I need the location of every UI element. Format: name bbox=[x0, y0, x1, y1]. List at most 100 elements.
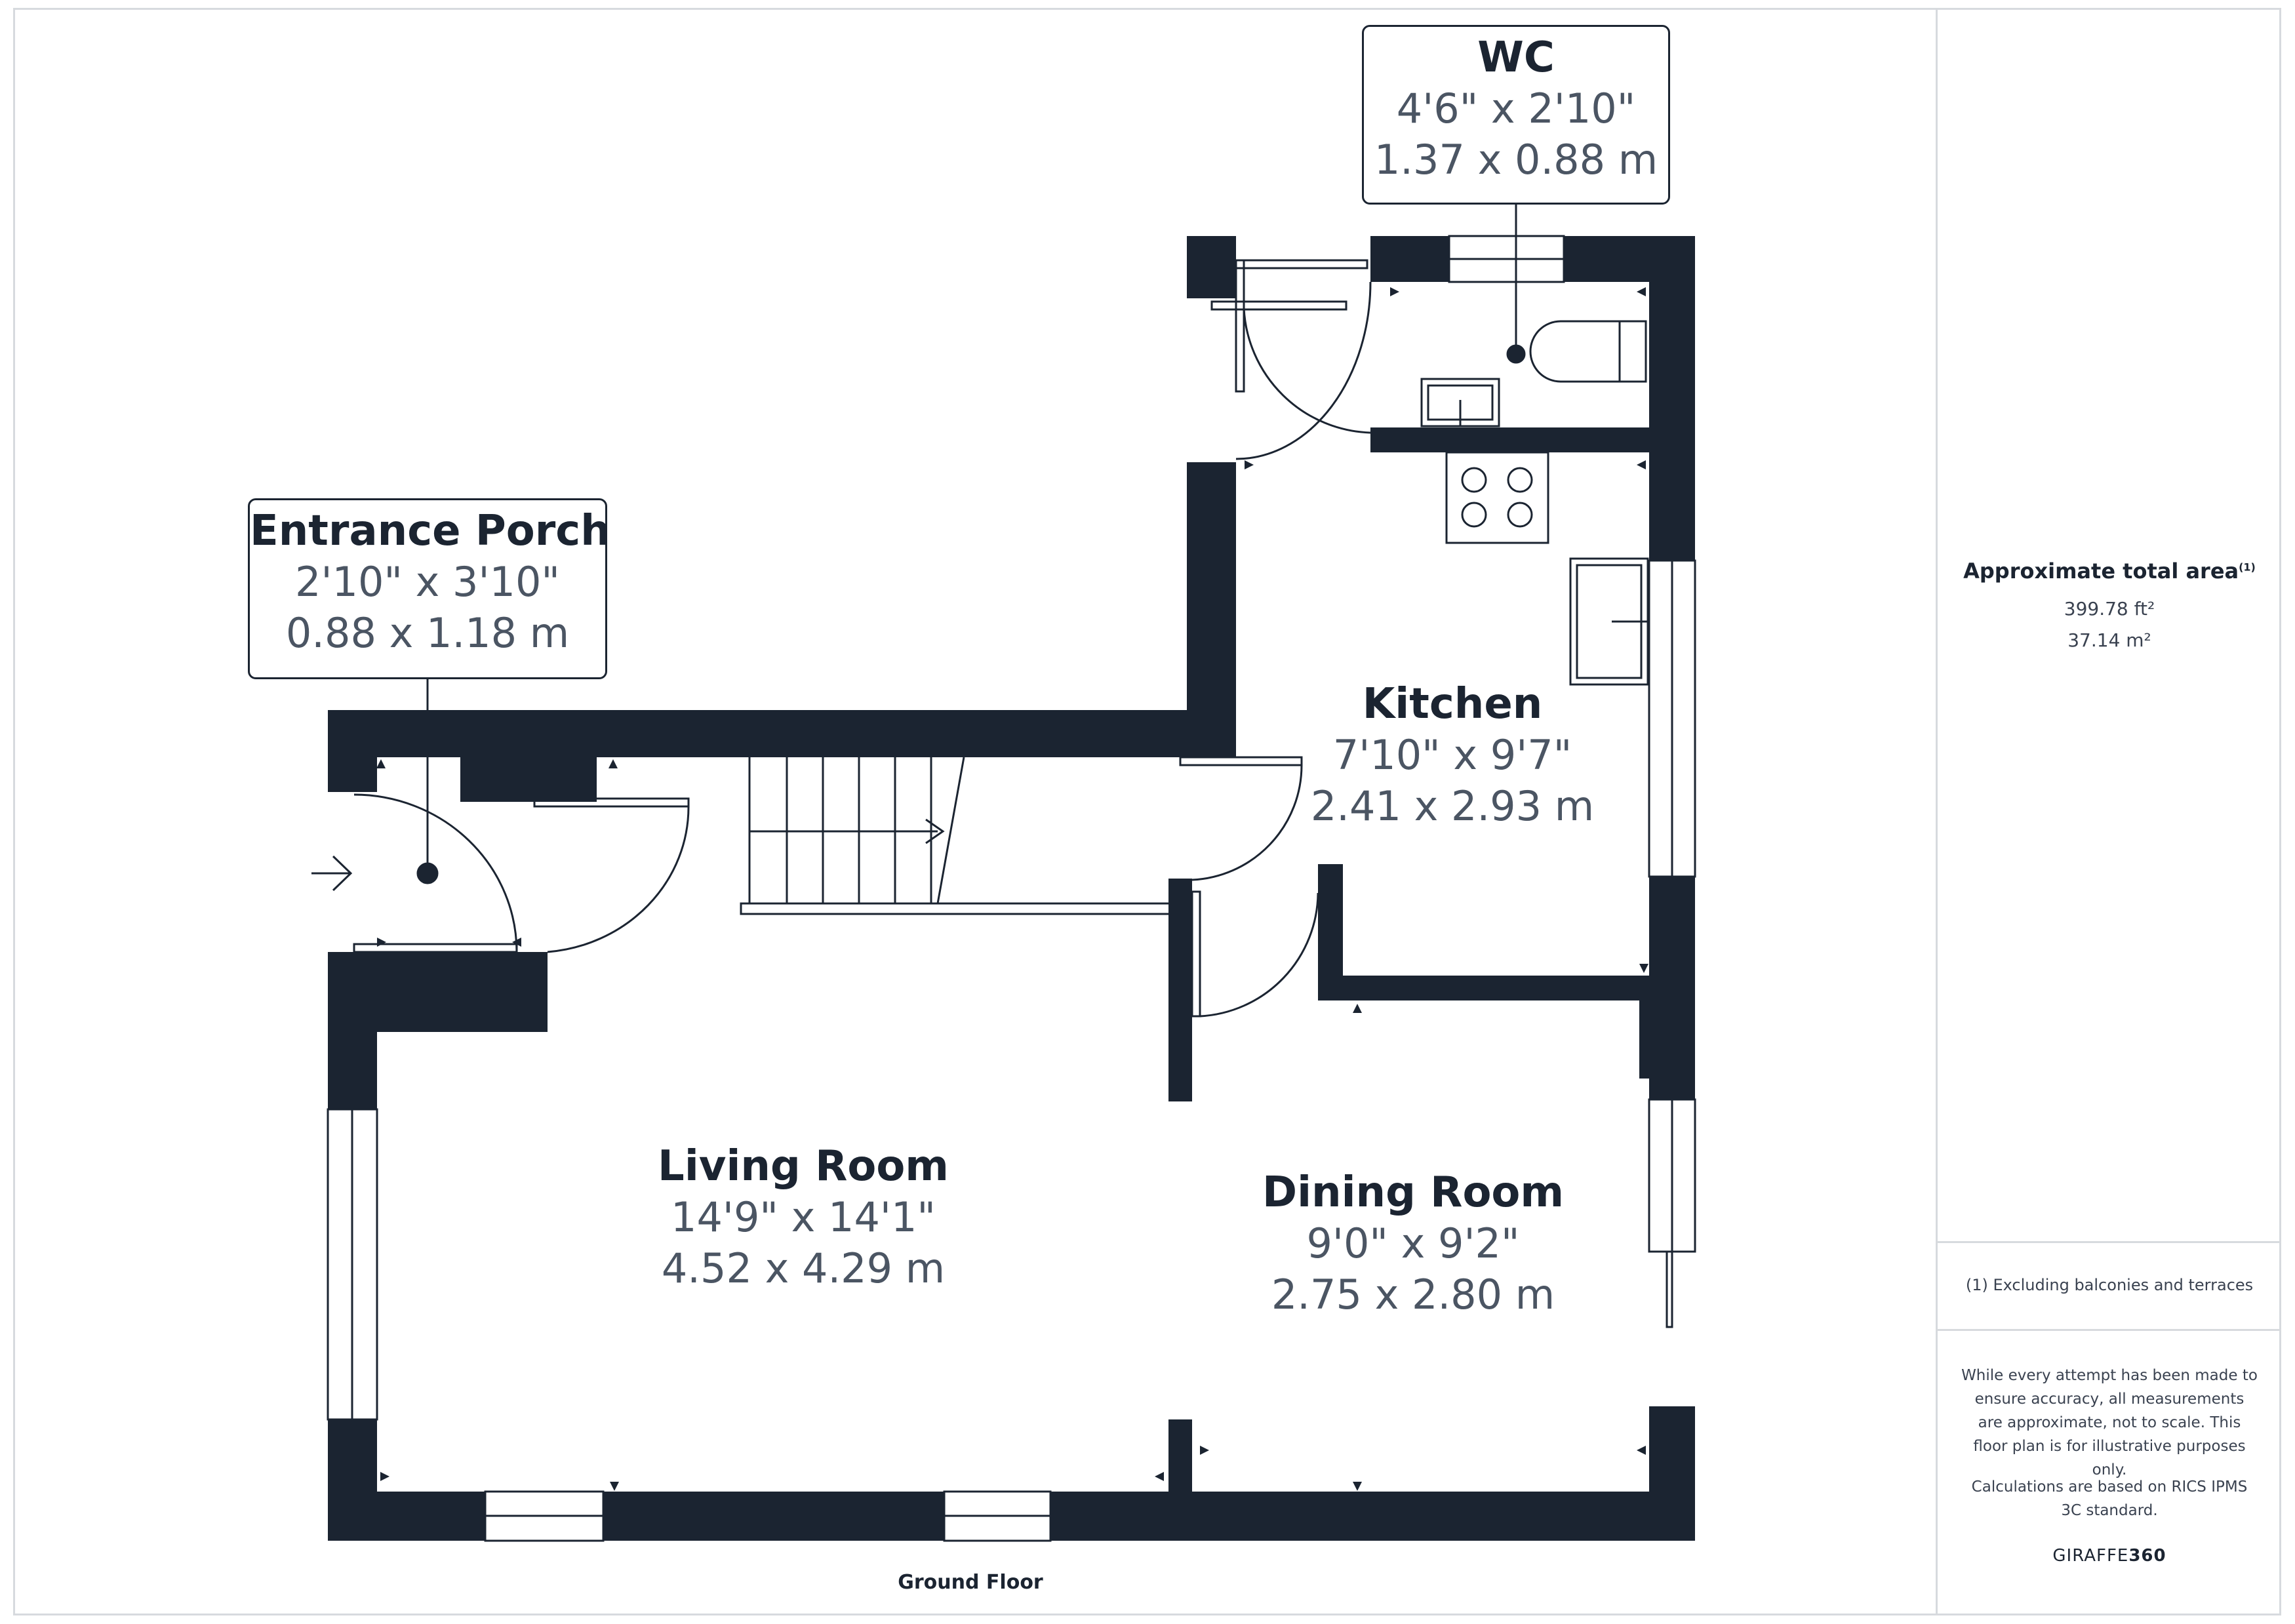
tick bbox=[1155, 1472, 1164, 1481]
toilet-cistern bbox=[1618, 320, 1647, 383]
brand-logo: GIRAFFE360 bbox=[1938, 1546, 2281, 1566]
door-swing bbox=[1235, 281, 1372, 460]
floor-plan bbox=[311, 203, 1696, 1542]
wall bbox=[1370, 236, 1449, 282]
windows bbox=[327, 235, 1696, 1542]
window-sash bbox=[1666, 1250, 1673, 1328]
door-swing bbox=[1199, 892, 1319, 1018]
sidebar-divider bbox=[1936, 8, 1938, 1615]
room-dim-metric: 2.75 x 2.80 m bbox=[1271, 1271, 1555, 1318]
area-footnote: (1) Excluding balconies and terraces bbox=[1965, 1276, 2254, 1294]
door-leaf bbox=[1235, 259, 1245, 393]
wall bbox=[603, 1492, 944, 1541]
fixtures bbox=[311, 320, 1649, 892]
page-frame bbox=[13, 8, 2281, 1615]
door-leaf bbox=[1191, 890, 1201, 1018]
measure-ticks bbox=[376, 287, 1648, 1491]
tick bbox=[1390, 287, 1399, 296]
tick bbox=[380, 1472, 389, 1481]
wall bbox=[328, 952, 377, 1109]
tick bbox=[1200, 1446, 1209, 1455]
door-swing bbox=[353, 793, 518, 953]
door-leaf bbox=[1235, 259, 1368, 269]
tick bbox=[1353, 1004, 1362, 1013]
brand-light: GIRAFFE bbox=[2052, 1546, 2129, 1566]
area-title: Approximate total area(1) bbox=[1938, 559, 2281, 584]
room-dim-imperial: 2'10" x 3'10" bbox=[295, 558, 560, 606]
area-sqft: 399.78 ft² bbox=[2064, 598, 2155, 620]
room-name: Entrance Porch bbox=[250, 507, 610, 555]
room-name: Kitchen bbox=[1362, 680, 1543, 728]
room-dim-imperial: 7'10" x 9'7" bbox=[1332, 731, 1572, 779]
area-sqm: 37.14 m² bbox=[2067, 629, 2151, 651]
room-dim-imperial: 9'0" x 9'2" bbox=[1306, 1219, 1520, 1267]
room-label-entrance-porch: Entrance Porch 2'10" x 3'10" 0.88 x 1.18… bbox=[248, 498, 610, 679]
wall bbox=[1370, 427, 1649, 452]
sidebar-divider-1 bbox=[1938, 1241, 2281, 1243]
area-title-text: Approximate total area bbox=[1963, 559, 2239, 584]
room-label-kitchen: Kitchen 7'10" x 9'7" 2.41 x 2.93 m bbox=[1256, 679, 1649, 832]
room-dim-metric: 4.52 x 4.29 m bbox=[661, 1244, 946, 1292]
floor-name: Ground Floor bbox=[898, 1571, 1043, 1594]
entrance-arrow-icon bbox=[311, 855, 353, 892]
wall bbox=[1168, 879, 1192, 1101]
stair-arrow bbox=[925, 818, 945, 844]
door-leaf bbox=[1179, 756, 1303, 766]
doors bbox=[353, 259, 1372, 1018]
sidebar-divider-2 bbox=[1938, 1329, 2281, 1331]
room-dim-metric: 2.41 x 2.93 m bbox=[1310, 782, 1595, 830]
room-dim-metric: 0.88 x 1.18 m bbox=[285, 609, 570, 657]
tick bbox=[1353, 1482, 1362, 1491]
hob-ring bbox=[1507, 502, 1533, 528]
tick bbox=[1639, 964, 1648, 973]
leader-dot bbox=[416, 862, 439, 884]
tick bbox=[1637, 1446, 1646, 1455]
wall bbox=[1187, 236, 1236, 298]
door-leaf bbox=[533, 797, 690, 808]
walls bbox=[328, 236, 1695, 1541]
wall bbox=[328, 1492, 485, 1541]
wall bbox=[1318, 976, 1659, 1000]
room-label-dining-room: Dining Room 9'0" x 9'2" 2.75 x 2.80 m bbox=[1216, 1167, 1610, 1320]
door-leaf bbox=[1210, 300, 1347, 311]
tick bbox=[1637, 287, 1646, 296]
tick bbox=[609, 759, 618, 768]
stairs bbox=[740, 757, 1188, 915]
leader-dot bbox=[1506, 344, 1526, 364]
wall bbox=[1187, 462, 1236, 757]
hob bbox=[1445, 451, 1549, 544]
door-swing bbox=[547, 806, 690, 953]
brand-bold: 360 bbox=[2128, 1546, 2166, 1566]
tick bbox=[512, 938, 521, 947]
tick bbox=[610, 1482, 619, 1491]
hob-ring bbox=[1507, 467, 1533, 493]
door-swing bbox=[1191, 764, 1303, 881]
wall bbox=[328, 710, 377, 792]
wall bbox=[328, 710, 1236, 757]
calculation-note: Calculations are based on RICS IPMS 3C s… bbox=[1971, 1478, 2248, 1519]
wall bbox=[1168, 1419, 1192, 1541]
room-name: WC bbox=[1477, 33, 1555, 82]
wall bbox=[1649, 236, 1695, 561]
wall bbox=[460, 757, 597, 802]
stair-rail bbox=[740, 902, 1188, 915]
hob-ring bbox=[1461, 502, 1487, 528]
door-swing bbox=[1243, 307, 1371, 434]
room-dim-metric: 1.37 x 0.88 m bbox=[1374, 136, 1658, 184]
area-footnote-mark: (1) bbox=[2239, 561, 2256, 574]
wall bbox=[1050, 1492, 1695, 1541]
room-name: Living Room bbox=[658, 1142, 949, 1191]
room-label-living-room: Living Room 14'9" x 14'1" 4.52 x 4.29 m bbox=[607, 1141, 1000, 1294]
tick bbox=[377, 938, 386, 947]
toilet bbox=[1529, 320, 1646, 383]
leaders bbox=[416, 203, 1526, 884]
room-dim-imperial: 14'9" x 14'1" bbox=[671, 1193, 936, 1241]
room-dim-imperial: 4'6" x 2'10" bbox=[1396, 85, 1636, 132]
room-name: Dining Room bbox=[1262, 1168, 1565, 1217]
tick bbox=[1245, 460, 1254, 469]
hob-ring bbox=[1461, 467, 1487, 493]
room-label-wc: WC 4'6" x 2'10" 1.37 x 0.88 m bbox=[1362, 25, 1670, 205]
tick bbox=[1637, 460, 1646, 469]
disclaimer: While every attempt has been made to ens… bbox=[1961, 1367, 2258, 1478]
tick bbox=[376, 759, 386, 768]
